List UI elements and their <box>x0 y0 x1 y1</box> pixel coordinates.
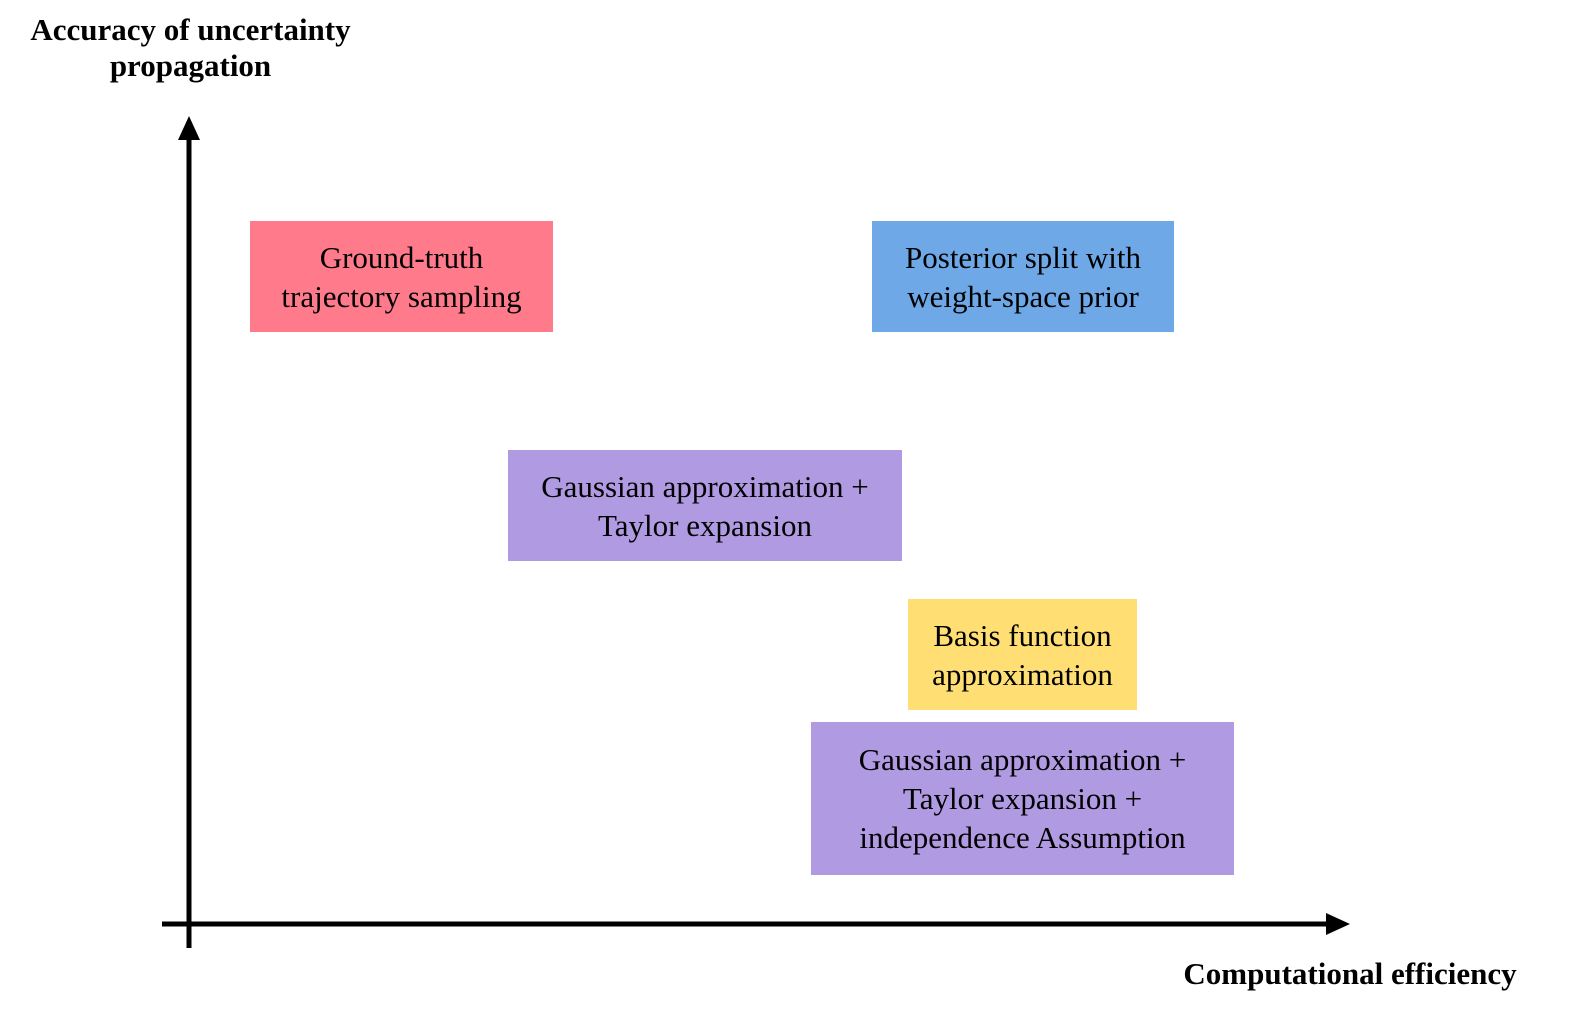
posterior-split-box-line2: weight-space prior <box>907 278 1139 314</box>
gaussian-taylor-box-line1: Gaussian approximation + <box>541 468 869 504</box>
posterior-split-box-line1: Posterior split with <box>905 239 1141 275</box>
y-axis-title: Accuracy of uncertainty propagation <box>18 12 363 84</box>
y-axis-title-line2: propagation <box>109 48 272 83</box>
ground-truth-box-line1: Ground-truth <box>319 239 484 275</box>
gaussian-taylor-independence-box-line3: independence Assumption <box>859 820 1186 855</box>
gaussian-taylor-box: Gaussian approximation + Taylor expansio… <box>508 450 902 561</box>
y-axis-title-line1: Accuracy of uncertainty <box>30 12 351 47</box>
gaussian-taylor-independence-box-line1: Gaussian approximation + <box>858 742 1187 777</box>
posterior-split-box: Posterior split with weight-space prior <box>872 221 1174 332</box>
basis-function-box: Basis function approximation <box>908 599 1137 710</box>
basis-function-box-line1: Basis function <box>933 617 1112 653</box>
y-axis-arrowhead <box>178 116 200 140</box>
ground-truth-box-line2: trajectory sampling <box>281 278 522 314</box>
gaussian-taylor-box-line2: Taylor expansion <box>598 507 812 543</box>
ground-truth-box: Ground-truth trajectory sampling <box>250 221 553 332</box>
gaussian-taylor-independence-box: Gaussian approximation + Taylor expansio… <box>811 722 1234 875</box>
gaussian-taylor-independence-box-line2: Taylor expansion + <box>902 781 1143 816</box>
x-axis-arrowhead <box>1326 913 1350 935</box>
x-axis-title: Computational efficiency <box>1183 956 1517 991</box>
basis-function-box-line2: approximation <box>932 656 1113 692</box>
